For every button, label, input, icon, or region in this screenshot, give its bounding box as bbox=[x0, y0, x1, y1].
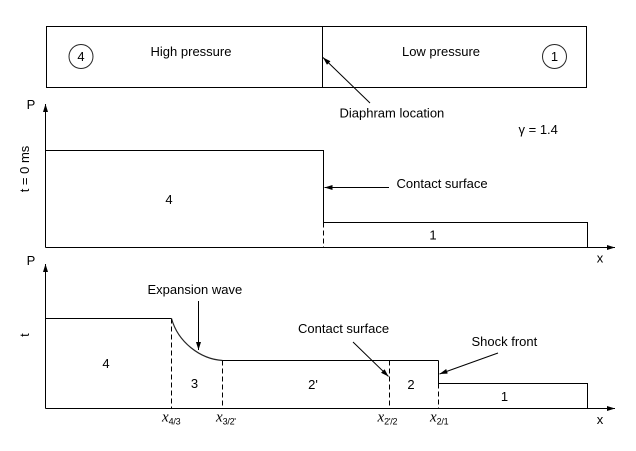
y-axis-label: P bbox=[27, 97, 36, 112]
boundary-label: x4/3 bbox=[161, 410, 181, 427]
driven-pressure-line bbox=[438, 383, 588, 409]
diaphragm-pointer-arrow bbox=[322, 57, 371, 104]
region-label: 3 bbox=[191, 376, 198, 391]
region-badge-circle bbox=[68, 44, 94, 69]
pressure-profile-line bbox=[45, 150, 588, 248]
region-label: 2 bbox=[407, 377, 414, 392]
time-label: t = 0 ms bbox=[17, 145, 32, 192]
boundary-symbol: x bbox=[161, 410, 169, 426]
boundary-label: x3/2' bbox=[215, 410, 236, 427]
region-label: 4 bbox=[165, 192, 172, 207]
driven-region-badge: 1 bbox=[542, 44, 567, 69]
shock-tube-schematic: 4 High pressure Low pressure 1 Diaphram … bbox=[46, 26, 587, 121]
diaphragm-location-label: Diaphram location bbox=[340, 106, 445, 121]
boundary-label: x2/1 bbox=[429, 410, 449, 427]
high-pressure-label: High pressure bbox=[151, 44, 232, 59]
boundary-symbol: x bbox=[429, 410, 437, 426]
boundary-symbol: x bbox=[215, 410, 223, 426]
x-axis-label: x bbox=[597, 412, 604, 427]
boundary-subscript: 3/2' bbox=[223, 417, 237, 427]
region-label: 1 bbox=[429, 228, 436, 243]
time-label: t bbox=[17, 333, 32, 337]
initial-pressure-plot: P t = 0 ms x 4 1 Contact surface γ = 1.4 bbox=[17, 97, 615, 266]
region-label: 2' bbox=[308, 377, 318, 392]
boundary-subscript: 2'/2 bbox=[384, 417, 397, 427]
x-axis-label: x bbox=[597, 251, 604, 266]
expansion-wave-label: Expansion wave bbox=[148, 282, 243, 297]
gamma-label: γ = 1.4 bbox=[519, 122, 558, 137]
boundary-symbol: x bbox=[377, 410, 385, 426]
low-pressure-label: Low pressure bbox=[402, 44, 480, 59]
shock-front-arrow bbox=[439, 352, 499, 375]
later-pressure-plot: P t x 4 3 2' 2 1 Expansion wave Contact … bbox=[17, 253, 615, 427]
region-badge-number: 4 bbox=[77, 49, 84, 64]
region-badge-circle bbox=[542, 44, 567, 69]
region-badge-number: 1 bbox=[551, 49, 558, 64]
region-label: 4 bbox=[102, 356, 109, 371]
contact-surface-label: Contact surface bbox=[298, 321, 389, 336]
boundary-label: x2'/2 bbox=[377, 410, 398, 427]
boundary-subscript: 2/1 bbox=[437, 417, 449, 427]
y-axis-label: P bbox=[27, 253, 36, 268]
contact-surface-arrow bbox=[352, 341, 389, 377]
driver-region-badge: 4 bbox=[68, 44, 94, 69]
contact-surface-label: Contact surface bbox=[397, 176, 488, 191]
expansion-fan-curve bbox=[170, 318, 223, 362]
region-label: 1 bbox=[501, 389, 508, 404]
shock-front-label: Shock front bbox=[472, 334, 538, 349]
tube-outline bbox=[46, 26, 587, 88]
boundary-subscript: 4/3 bbox=[169, 417, 181, 427]
